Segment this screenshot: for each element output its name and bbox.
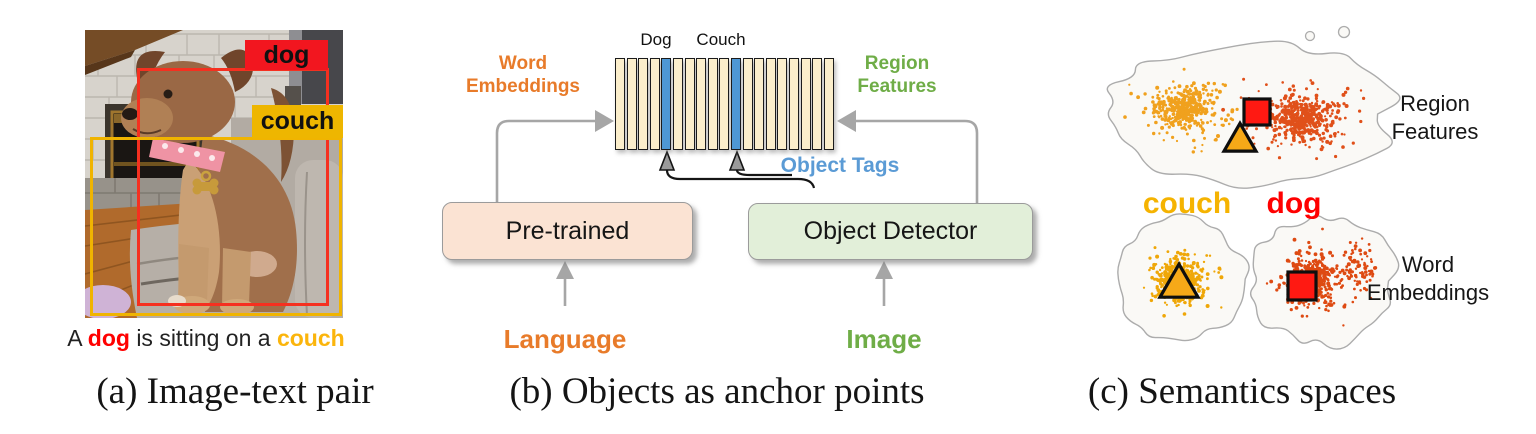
tag-line-dog: [665, 169, 816, 189]
word-embeddings-line2: Embeddings: [465, 76, 581, 97]
dog-cluster-label: dog: [1266, 187, 1322, 220]
token-bar: [800, 58, 811, 150]
token-bar: [719, 58, 730, 150]
pretrained-box: Pre-trained: [442, 202, 693, 260]
word-embeddings-label: Word Embeddings: [466, 52, 580, 98]
blob-bubble: [1337, 25, 1351, 39]
region-couch-marker: [1221, 120, 1259, 153]
dog-bounding-box: [137, 68, 329, 306]
semantics-spaces-plot: [1106, 25, 1401, 350]
language-label: Language: [503, 324, 627, 354]
couch-armrest: [295, 160, 343, 318]
object-detector-box: Object Detector: [748, 203, 1033, 260]
token-bar: [638, 58, 649, 150]
panel-b-connectors: [495, 110, 979, 306]
word-embeddings-line2: Embeddings: [1366, 280, 1490, 305]
blob-bubble: [1304, 30, 1316, 42]
wood-mantel: [85, 30, 183, 66]
token-bar: [707, 58, 718, 150]
token-bar: [672, 58, 683, 150]
token-bar: [615, 58, 625, 150]
word-dog-marker: [1286, 270, 1318, 302]
couch-bounding-box: [90, 137, 342, 316]
object-tag-token: [730, 58, 741, 150]
bar-label-couch: Couch: [696, 30, 746, 49]
left-arrowhead-icon: [837, 110, 856, 132]
region-dog-marker: [1242, 97, 1272, 127]
tag-up-arrowhead-icon: [728, 149, 746, 171]
caption-c: (c) Semantics spaces: [1087, 371, 1397, 412]
up-arrowhead-icon: [875, 261, 893, 279]
token-bar: [812, 58, 823, 150]
scatter-dog-word-sparse: [1343, 241, 1378, 300]
region-features-line2: Features: [857, 76, 937, 97]
region-features-label: Region Features: [857, 52, 936, 98]
image-caption-sentence: A dog is sitting on a couch: [67, 325, 344, 352]
dog-head: [121, 49, 254, 195]
dog-couch-photo: [85, 30, 343, 318]
right-arrowhead-icon: [595, 110, 614, 132]
word-embeddings-annotation: Word Embeddings: [1367, 251, 1489, 307]
mantel-shadow: [85, 50, 135, 75]
language-to-bars-line: [495, 119, 595, 203]
photo-illustration: [85, 30, 343, 318]
token-sequence: [615, 58, 834, 150]
region-features-line1: Region: [1400, 91, 1470, 116]
object-tag-connectors: [665, 169, 816, 189]
token-bar: [823, 58, 834, 150]
hearth-joints: [85, 178, 205, 210]
word-couch-marker: [1157, 260, 1201, 299]
gray-connectors: [495, 119, 979, 306]
token-bar: [754, 58, 765, 150]
sentence-part: A: [67, 325, 88, 351]
object-tag-token: [661, 58, 672, 150]
object-tags-label: Object Tags: [780, 154, 900, 177]
sentence-part: is sitting on a: [129, 325, 277, 351]
caption-b: (b) Objects as anchor points: [509, 371, 925, 412]
dog-box-label: dog: [245, 40, 328, 70]
tag-up-arrowhead-icon: [658, 149, 676, 171]
pink-toy: [85, 285, 131, 318]
up-arrowhead-icon: [556, 261, 574, 279]
token-bar: [684, 58, 695, 150]
word-embeddings-line1: Word: [498, 53, 548, 74]
image-label: Image: [846, 324, 922, 354]
tag-arrowheads: [658, 149, 746, 171]
couch-box-label: couch: [252, 105, 343, 138]
token-bar: [626, 58, 637, 150]
armrest-seam: [304, 171, 308, 317]
dog-body: [168, 134, 297, 315]
region-features-line2: Features: [1391, 119, 1479, 144]
token-bar: [649, 58, 660, 150]
region-features-annotation: Region Features: [1392, 90, 1479, 146]
sentence-couch-word: couch: [276, 325, 345, 351]
token-bar: [777, 58, 788, 150]
token-bar: [788, 58, 799, 150]
bar-label-dog: Dog: [640, 30, 672, 49]
token-bar: [742, 58, 753, 150]
token-bar: [765, 58, 776, 150]
tag-line-couch: [735, 169, 792, 177]
word-embeddings-line1: Word: [1401, 252, 1455, 277]
image-to-bars-line: [856, 119, 979, 203]
scatter-couch-region-halo: [1123, 67, 1250, 154]
region-features-line1: Region: [864, 53, 930, 74]
gray-arrowheads: [556, 110, 893, 279]
token-bar: [696, 58, 707, 150]
caption-a: (a) Image-text pair: [96, 371, 374, 412]
sentence-dog-word: dog: [87, 325, 130, 351]
couch-cluster-label: couch: [1142, 187, 1232, 220]
